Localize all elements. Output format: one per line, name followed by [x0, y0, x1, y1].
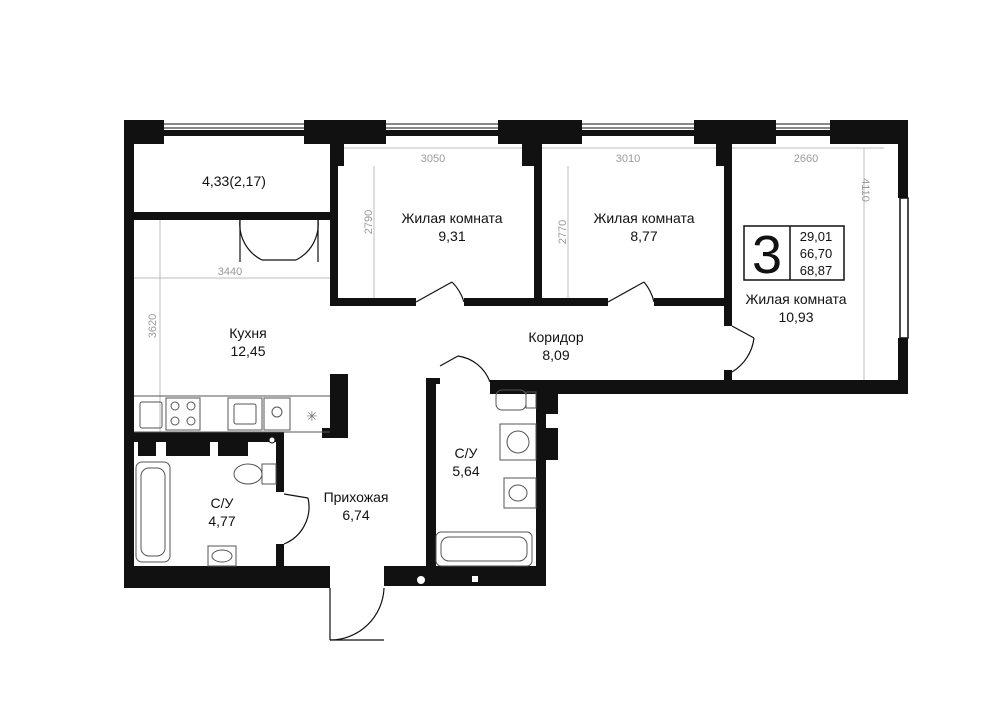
bath2-area: 5,64: [452, 463, 479, 479]
bathtub-icon: [135, 461, 171, 563]
kitchen-height: 3620: [147, 314, 159, 338]
dimension-lines: [134, 147, 884, 432]
living1-area: 9,31: [438, 228, 465, 244]
washbasin-icon: [207, 545, 237, 567]
summary-box: 3 29,01 66,70 68,87: [743, 225, 845, 285]
living3-name: Жилая комната: [745, 291, 846, 307]
living3-area: 10,93: [778, 309, 813, 325]
bathtub-2-icon: [435, 531, 533, 567]
hall-name: Прихожая: [324, 489, 389, 505]
balcony-area: 4,33(2,17): [202, 173, 266, 189]
living3-height: 4110: [859, 178, 871, 202]
living2-width: 3010: [616, 153, 640, 165]
hall-area: 6,74: [342, 507, 369, 523]
bath2-name: С/У: [455, 445, 478, 461]
rooms-count: 3: [752, 225, 782, 285]
washbasin-2-icon: [503, 477, 537, 509]
dimension-labels: 3050 2790 3010 2770 2660 4110 3440 3620: [147, 153, 871, 338]
living1-height: 2790: [363, 210, 375, 234]
windows: [164, 123, 830, 129]
toilet-2-icon: [495, 389, 537, 411]
living2-name: Жилая комната: [593, 210, 694, 226]
living-area-total: 29,01: [800, 229, 833, 244]
fixtures: ✳: [134, 389, 537, 567]
kitchen-name: Кухня: [229, 325, 266, 341]
wall-details: [268, 436, 478, 584]
corridor-area: 8,09: [542, 347, 569, 363]
total-area: 66,70: [800, 246, 833, 261]
walls: [124, 120, 909, 588]
kitchen-area: 12,45: [230, 343, 265, 359]
bath1-area: 4,77: [208, 513, 235, 529]
fridge-icon: [263, 397, 291, 431]
living2-area: 8,77: [630, 228, 657, 244]
area-with-balcony: 68,87: [800, 263, 833, 278]
doors: [239, 219, 755, 641]
room-labels: 4,33(2,17) Жилая комната 9,31 Жилая комн…: [202, 173, 847, 529]
living2-height: 2770: [557, 220, 569, 244]
living3-width: 2660: [794, 153, 818, 165]
bath1-name: С/У: [211, 495, 234, 511]
corridor-name: Коридор: [528, 329, 584, 345]
living1-width: 3050: [421, 153, 445, 165]
kitchen-sink-icon: [227, 397, 263, 431]
washing-machine-icon: [499, 423, 537, 461]
toilet-icon: [233, 463, 277, 485]
svg-text:✳: ✳: [306, 409, 318, 425]
living1-name: Жилая комната: [401, 210, 502, 226]
stove-icon: [165, 397, 201, 431]
kitchen-width: 3440: [218, 266, 242, 278]
